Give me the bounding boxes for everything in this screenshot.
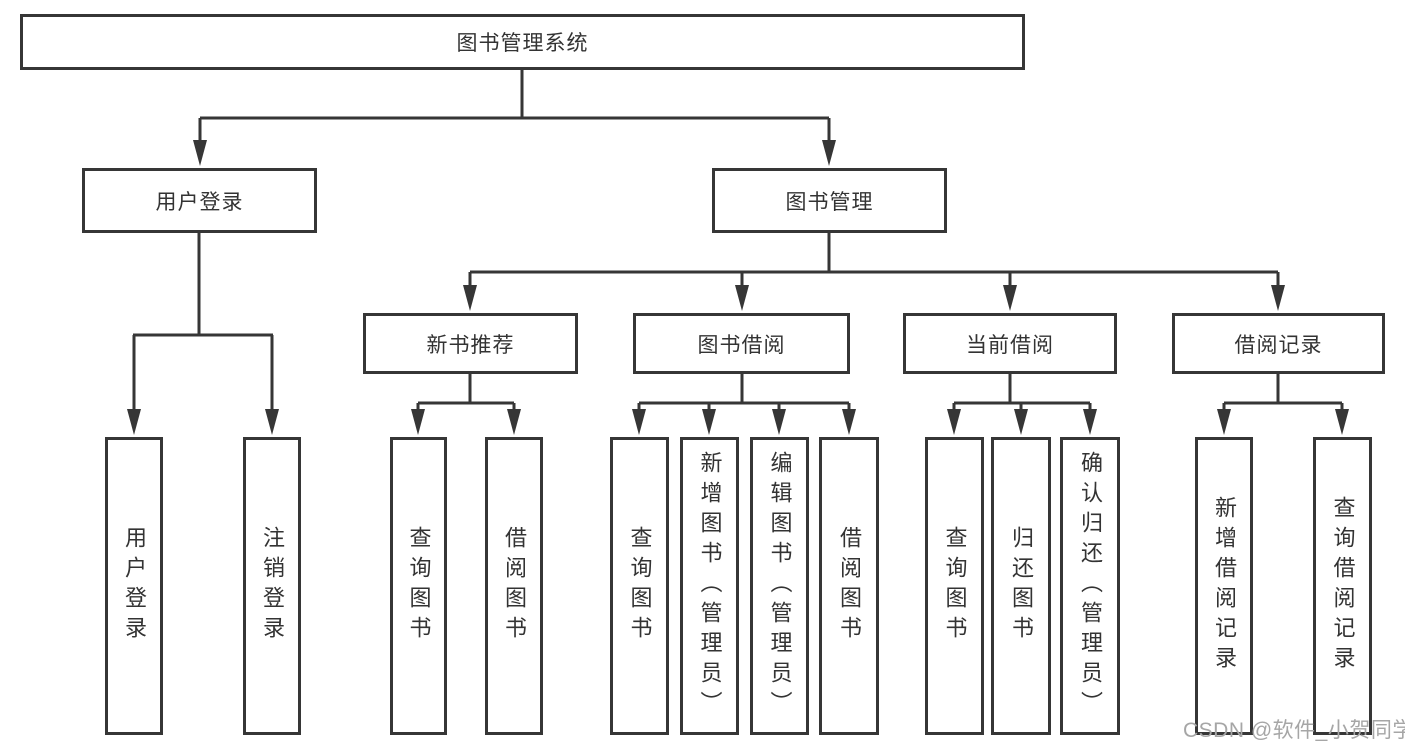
leaf-query-borrow-record: 查询借阅记录	[1313, 437, 1372, 735]
node-new-book-recommendation: 新书推荐	[363, 313, 578, 374]
connector-root-to-level2	[198, 70, 831, 150]
node-current-borrowing: 当前借阅	[903, 313, 1117, 374]
connector-record-to-leaves	[1222, 374, 1344, 420]
arrow-down-icon	[411, 409, 425, 435]
arrow-down-icon	[1014, 409, 1028, 435]
node-book-management: 图书管理	[712, 168, 947, 233]
node-borrowing-records: 借阅记录	[1172, 313, 1385, 374]
leaf-user-login: 用户登录	[105, 437, 163, 735]
connector-bookmgmt-to-level3	[468, 233, 1280, 295]
arrow-down-icon	[632, 409, 646, 435]
leaf-borrow-books: 借阅图书	[819, 437, 879, 735]
arrow-down-icon	[822, 140, 836, 166]
arrowheads	[127, 140, 1349, 435]
leaf-add-books-admin: 新增图书（管理员）	[680, 437, 739, 735]
arrow-down-icon	[193, 140, 207, 166]
arrow-down-icon	[842, 409, 856, 435]
arrow-down-icon	[463, 285, 477, 311]
arrow-down-icon	[127, 409, 141, 435]
connector-borrow-to-leaves	[637, 374, 851, 420]
leaf-logout: 注销登录	[243, 437, 301, 735]
connector-newrec-to-leaves	[416, 374, 516, 420]
leaf-add-borrow-record: 新增借阅记录	[1195, 437, 1253, 735]
leaf-query-books-borrow: 查询图书	[610, 437, 669, 735]
csdn-watermark: CSDN @软件_小贺同学	[1183, 719, 1405, 742]
arrow-down-icon	[507, 409, 521, 435]
leaf-borrow-books-recommend: 借阅图书	[485, 437, 543, 735]
arrow-down-icon	[1003, 285, 1017, 311]
leaf-confirm-return-admin: 确认归还（管理员）	[1060, 437, 1120, 735]
arrow-down-icon	[702, 409, 716, 435]
arrow-down-icon	[1083, 409, 1097, 435]
arrow-down-icon	[1217, 409, 1231, 435]
node-book-borrowing: 图书借阅	[633, 313, 850, 374]
arrow-down-icon	[735, 285, 749, 311]
arrow-down-icon	[1335, 409, 1349, 435]
leaf-query-books-current: 查询图书	[925, 437, 984, 735]
arrow-down-icon	[947, 409, 961, 435]
leaf-edit-books-admin: 编辑图书（管理员）	[750, 437, 809, 735]
node-user-login: 用户登录	[82, 168, 317, 233]
leaf-query-books-recommend: 查询图书	[390, 437, 447, 735]
arrow-down-icon	[265, 409, 279, 435]
arrow-down-icon	[1271, 285, 1285, 311]
node-root-system: 图书管理系统	[20, 14, 1025, 70]
connector-userlogin-to-leaves	[132, 233, 274, 420]
arrow-down-icon	[772, 409, 786, 435]
leaf-return-books: 归还图书	[991, 437, 1051, 735]
